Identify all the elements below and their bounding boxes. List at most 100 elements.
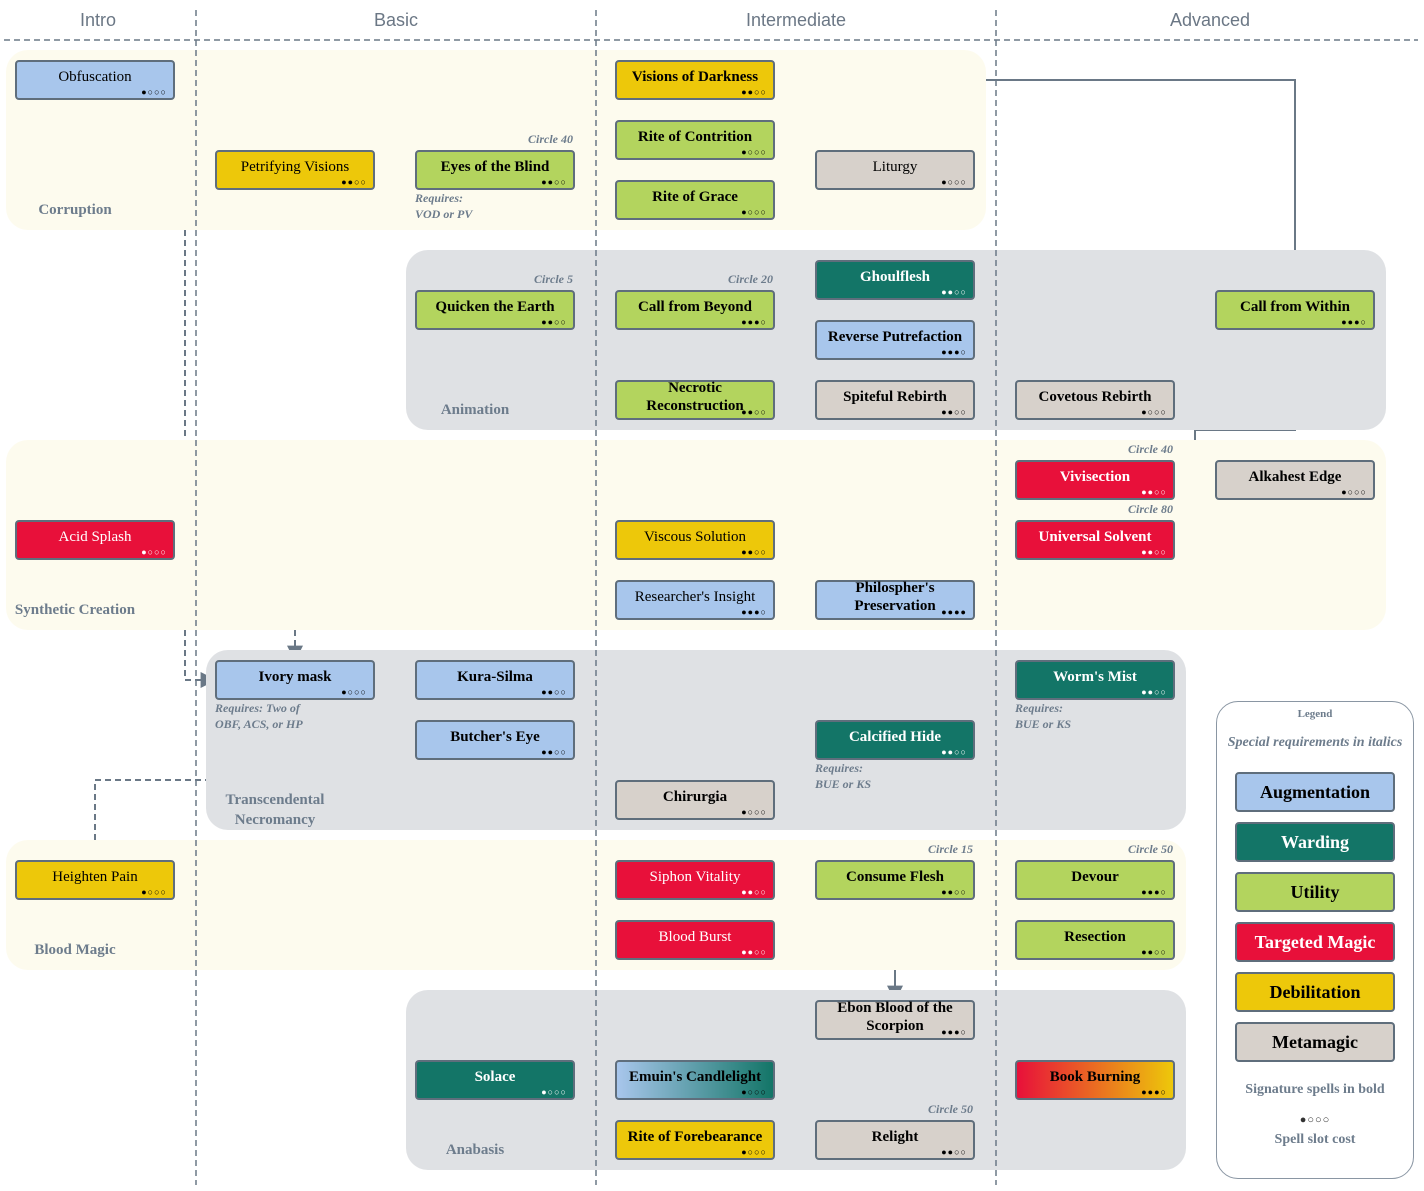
slot-cost-dots: ●●○○ xyxy=(941,747,967,757)
group-label-corruption: Corruption xyxy=(38,202,112,218)
spell-rp[interactable]: Reverse Putrefaction●●●○ xyxy=(815,320,975,360)
requirement-wm: Requires: BUE or KS xyxy=(1015,700,1071,732)
legend-panel: Legend Special requirements in italics A… xyxy=(1216,701,1414,1179)
spell-obf[interactable]: Obfuscation●○○○ xyxy=(15,60,175,100)
spell-sr[interactable]: Spiteful Rebirth●●○○ xyxy=(815,380,975,420)
slot-cost-dots: ●●○○ xyxy=(941,887,967,897)
spell-label: Butcher's Eye xyxy=(450,729,540,745)
spell-label: Blood Burst xyxy=(658,929,732,945)
spell-qte[interactable]: Quicken the Earth●●○○ xyxy=(415,290,575,330)
spell-sv[interactable]: Siphon Vitality●●○○ xyxy=(615,860,775,900)
spell-ks[interactable]: Kura-Silma●●○○ xyxy=(415,660,575,700)
legend-item-augmentation: Augmentation xyxy=(1235,772,1395,812)
slot-cost-dots: ●●○○ xyxy=(1141,547,1167,557)
spell-ch[interactable]: Calcified Hide ●●○○ xyxy=(815,720,975,760)
slot-cost-dots: ●●○○ xyxy=(741,407,767,417)
spell-acs[interactable]: Acid Splash ●○○○ xyxy=(15,520,175,560)
spell-label: Kura-Silma xyxy=(457,669,533,685)
requirement-line: VOD or PV xyxy=(415,207,473,221)
spell-label: Liturgy xyxy=(872,159,918,175)
spell-ebs[interactable]: Ebon Blood of the Scorpion●●●○ xyxy=(815,1000,975,1040)
spell-pp[interactable]: Philospher's Preservation ●●●● xyxy=(815,580,975,620)
spell-eob[interactable]: Eyes of the Blind●●○○ xyxy=(415,150,575,190)
slot-cost-dots: ●○○○ xyxy=(141,547,167,557)
spell-dev[interactable]: Devour●●●○ xyxy=(1015,860,1175,900)
legend-item-debilitation: Debilitation xyxy=(1235,972,1395,1012)
slot-cost-dots: ●●●○ xyxy=(741,317,767,327)
spell-us[interactable]: Universal Solvent ●●○○ xyxy=(1015,520,1175,560)
spell-ae[interactable]: Alkahest Edge●○○○ xyxy=(1215,460,1375,500)
spell-roc[interactable]: Rite of Contrition ●○○○ xyxy=(615,120,775,160)
spell-wm[interactable]: Worm's Mist●●○○ xyxy=(1015,660,1175,700)
spell-nr[interactable]: Necrotic Reconstruction●●○○ xyxy=(615,380,775,420)
spell-cr[interactable]: Covetous Rebirth●○○○ xyxy=(1015,380,1175,420)
slot-cost-dots: ●●○○ xyxy=(941,407,967,417)
slot-cost-dots: ●●●● xyxy=(941,607,967,617)
spell-label: Rite of Contrition xyxy=(637,129,753,145)
spell-ri[interactable]: Researcher's Insight ●●●○ xyxy=(615,580,775,620)
spell-label: Heighten Pain xyxy=(52,869,138,885)
spell-bb[interactable]: Blood Burst●●○○ xyxy=(615,920,775,960)
spell-label: Ivory mask xyxy=(258,669,332,685)
spell-cf[interactable]: Consume Flesh●●○○ xyxy=(815,860,975,900)
spell-vs[interactable]: Viscous Solution●●○○ xyxy=(615,520,775,560)
circle-note-qte: Circle 5 xyxy=(534,272,573,286)
circle-note-us: Circle 80 xyxy=(1128,502,1173,516)
spell-label: Devour xyxy=(1071,869,1119,885)
spell-label: Universal Solvent xyxy=(1038,529,1152,545)
requirement-line: BUE or KS xyxy=(815,777,872,791)
spell-label: Ghoulflesh xyxy=(859,269,931,285)
slot-cost-dots: ●●○○ xyxy=(1141,487,1167,497)
slot-cost-dots: ●●○○ xyxy=(541,747,567,757)
spell-viv[interactable]: Vivisection●●○○ xyxy=(1015,460,1175,500)
slot-cost-dots: ●●●○ xyxy=(741,607,767,617)
slot-cost-dots: ●●●○ xyxy=(1341,317,1367,327)
spell-label: Call from Within xyxy=(1239,299,1351,315)
spell-label: Book Burning xyxy=(1049,1069,1141,1085)
legend-title: Legend xyxy=(1297,708,1333,720)
slot-cost-dots: ●○○○ xyxy=(941,177,967,187)
spell-label: Acid Splash xyxy=(58,529,132,545)
spell-label: Emuin's Candlelight xyxy=(628,1069,762,1085)
slot-cost-dots: ●●○○ xyxy=(741,887,767,897)
spell-vod[interactable]: Visions of Darkness●●○○ xyxy=(615,60,775,100)
spell-label: Rite of Forebearance xyxy=(627,1129,763,1145)
slot-cost-dots: ●○○○ xyxy=(741,207,767,217)
spell-label: Researcher's Insight xyxy=(634,589,756,605)
slot-cost-dots: ●○○○ xyxy=(341,687,367,697)
slot-cost-dots: ●○○○ xyxy=(741,1087,767,1097)
spell-label: Philospher's Preservation xyxy=(854,580,936,614)
spell-sol[interactable]: Solace●○○○ xyxy=(415,1060,575,1100)
spell-chi[interactable]: Chirurgia●○○○ xyxy=(615,780,775,820)
tier-header-basic: Basic xyxy=(373,10,418,30)
circle-note-dev: Circle 50 xyxy=(1128,842,1173,856)
spell-rog[interactable]: Rite of Grace●○○○ xyxy=(615,180,775,220)
slot-cost-dots: ●●○○ xyxy=(941,287,967,297)
legend-signature-note: Signature spells in bold xyxy=(1245,1082,1385,1097)
spell-cfw[interactable]: Call from Within ●●●○ xyxy=(1215,290,1375,330)
spell-lit[interactable]: Liturgy ●○○○ xyxy=(815,150,975,190)
tier-header-intermediate: Intermediate xyxy=(745,10,847,30)
spell-hp[interactable]: Heighten Pain●○○○ xyxy=(15,860,175,900)
spell-label: Calcified Hide xyxy=(848,729,942,745)
spell-gho[interactable]: Ghoulflesh ●●○○ xyxy=(815,260,975,300)
circle-note-eob: Circle 40 xyxy=(528,132,573,146)
tier-header-advanced: Advanced xyxy=(1169,10,1251,30)
spell-pv[interactable]: Petrifying Visions●●○○ xyxy=(215,150,375,190)
spell-ec[interactable]: Emuin's Candlelight ●○○○ xyxy=(615,1060,775,1100)
group-label-transcendental: Transcendental Necromancy xyxy=(225,792,325,828)
slot-cost-dots: ●○○○ xyxy=(541,1087,567,1097)
spell-im[interactable]: Ivory mask ●○○○ xyxy=(215,660,375,700)
spell-res[interactable]: Resection●●○○ xyxy=(1015,920,1175,960)
spell-cfb[interactable]: Call from Beyond●●●○ xyxy=(615,290,775,330)
spell-bkb[interactable]: Book Burning●●●○ xyxy=(1015,1060,1175,1100)
circle-note-cf: Circle 15 xyxy=(928,842,973,856)
spell-bue[interactable]: Butcher's Eye●●○○ xyxy=(415,720,575,760)
requirement-line: BUE or KS xyxy=(1015,717,1072,731)
spell-rof[interactable]: Rite of Forebearance●○○○ xyxy=(615,1120,775,1160)
slot-cost-dots: ●○○○ xyxy=(741,147,767,157)
requirement-line: Requires: xyxy=(1015,701,1063,715)
slot-cost-dots: ●●●○ xyxy=(941,347,967,357)
spell-rel[interactable]: Relight●●○○ xyxy=(815,1120,975,1160)
